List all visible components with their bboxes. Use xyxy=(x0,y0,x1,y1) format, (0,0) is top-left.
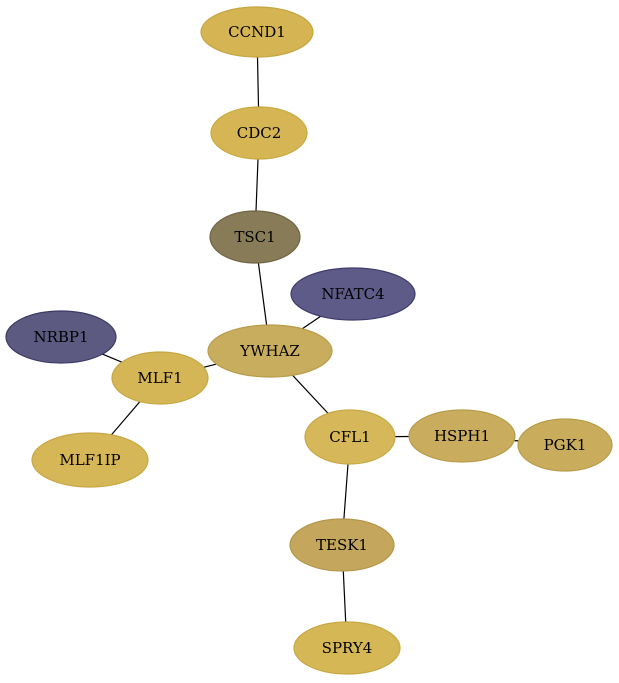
node-cfl1[interactable]: CFL1 xyxy=(304,409,396,465)
edge-mlf1-mlf1ip xyxy=(110,401,141,436)
node-hsph1[interactable]: HSPH1 xyxy=(408,409,516,463)
edges-layer xyxy=(102,56,519,623)
node-label: SPRY4 xyxy=(322,639,373,657)
node-label: TESK1 xyxy=(316,536,368,554)
node-label: TSC1 xyxy=(234,228,275,246)
node-label: CCND1 xyxy=(228,23,286,41)
node-ellipse xyxy=(5,310,117,364)
node-pgk1[interactable]: PGK1 xyxy=(517,418,613,472)
edge-ccnd1-cdc2 xyxy=(256,56,260,108)
node-ellipse xyxy=(517,418,613,472)
node-ellipse xyxy=(207,324,333,378)
edge-cfl1-tesk1 xyxy=(343,463,349,520)
node-ellipse xyxy=(210,106,308,160)
node-label: CDC2 xyxy=(237,124,282,142)
node-ellipse xyxy=(31,432,149,488)
node-nfatc4[interactable]: NFATC4 xyxy=(290,267,416,321)
node-spry4[interactable]: SPRY4 xyxy=(293,621,401,675)
node-ywhaz[interactable]: YWHAZ xyxy=(207,324,333,378)
node-label: YWHAZ xyxy=(239,342,300,360)
node-ellipse xyxy=(200,6,314,58)
node-ellipse xyxy=(408,409,516,463)
node-label: CFL1 xyxy=(329,428,370,446)
node-ellipse xyxy=(111,351,209,405)
node-label: PGK1 xyxy=(544,436,587,454)
edge-tsc1-ywhaz xyxy=(257,262,268,326)
node-label: HSPH1 xyxy=(434,427,490,445)
edge-ywhaz-cfl1 xyxy=(292,374,329,414)
node-label: NRBP1 xyxy=(33,328,88,346)
node-nrbp1[interactable]: NRBP1 xyxy=(5,310,117,364)
node-ccnd1[interactable]: CCND1 xyxy=(200,6,314,58)
node-ellipse xyxy=(209,210,301,264)
node-ellipse xyxy=(293,621,401,675)
edge-nrbp1-mlf1 xyxy=(102,353,123,363)
node-ellipse xyxy=(290,267,416,321)
edge-mlf1-ywhaz xyxy=(203,363,217,368)
node-label: NFATC4 xyxy=(321,285,384,303)
edge-cdc2-tsc1 xyxy=(255,158,259,212)
node-ellipse xyxy=(304,409,396,465)
edge-nfatc4-ywhaz xyxy=(301,315,322,330)
edge-tesk1-spry4 xyxy=(342,570,347,623)
node-ellipse xyxy=(289,518,395,572)
node-label: MLF1 xyxy=(137,369,182,387)
node-mlf1[interactable]: MLF1 xyxy=(111,351,209,405)
node-cdc2[interactable]: CDC2 xyxy=(210,106,308,160)
node-mlf1ip[interactable]: MLF1IP xyxy=(31,432,149,488)
node-label: MLF1IP xyxy=(59,451,120,469)
node-tsc1[interactable]: TSC1 xyxy=(209,210,301,264)
node-tesk1[interactable]: TESK1 xyxy=(289,518,395,572)
